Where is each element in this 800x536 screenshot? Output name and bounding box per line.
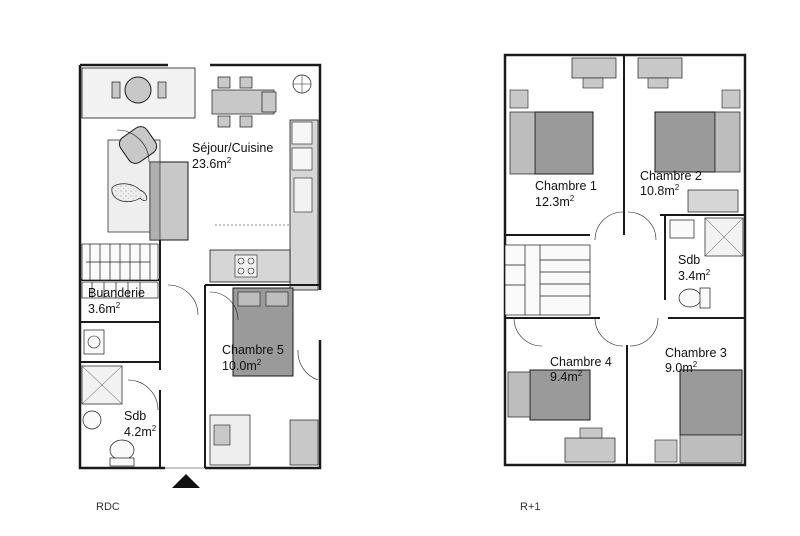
- room-name: Chambre 4: [550, 355, 612, 369]
- door-swing: [513, 317, 543, 347]
- door-swing: [209, 291, 239, 321]
- svg-text:12.3m2: 12.3m2: [535, 194, 575, 209]
- room-area: 10.8m: [640, 184, 675, 198]
- svg-text:10.8m2: 10.8m2: [640, 183, 680, 198]
- room-name: Chambre 5: [222, 343, 284, 357]
- room-area: 4.2m: [124, 425, 152, 439]
- ground-floor-plan: [78, 63, 322, 488]
- area-exponent: 2: [227, 156, 232, 165]
- room-area: 23.6m: [192, 157, 227, 171]
- room-name: Chambre 1: [535, 179, 597, 193]
- cooktop: [234, 254, 258, 278]
- area-exponent: 2: [152, 424, 157, 433]
- svg-text:3.6m2: 3.6m2: [88, 301, 121, 316]
- room-name: Séjour/Cuisine: [192, 141, 273, 155]
- svg-text:10.0m2: 10.0m2: [222, 358, 262, 373]
- area-exponent: 2: [116, 301, 121, 310]
- terrace-table: [124, 76, 152, 104]
- room-area: 3.4m: [678, 269, 706, 283]
- door-swing: [594, 211, 624, 241]
- desk: [637, 57, 683, 79]
- svg-text:3.4m2: 3.4m2: [678, 268, 711, 283]
- toilet: [678, 288, 702, 308]
- ground-outer-walls: [78, 63, 322, 470]
- svg-text:9.0m2: 9.0m2: [665, 360, 698, 375]
- ground-room-labels: Séjour/Cuisine 23.6m2 Buanderie 3.6m2 Ch…: [88, 141, 284, 513]
- svg-text:4.2m2: 4.2m2: [124, 424, 157, 439]
- room-name: Buanderie: [88, 286, 145, 300]
- svg-text:9.4m2: 9.4m2: [550, 369, 583, 384]
- room-area: 9.0m: [665, 361, 693, 375]
- room-area: 3.6m: [88, 302, 116, 316]
- room-area: 9.4m: [550, 370, 578, 384]
- bed-chambre-1: [534, 111, 594, 175]
- svg-text:23.6m2: 23.6m2: [192, 156, 232, 171]
- door-swing: [629, 317, 659, 347]
- door-swing: [627, 211, 657, 241]
- upper-room-labels: Chambre 1 12.3m2 Chambre 2 10.8m2 Sdb 3.…: [520, 169, 727, 513]
- dining-table: [211, 76, 277, 128]
- desk: [571, 57, 617, 79]
- toilet: [109, 439, 135, 461]
- upper-staircase: [504, 244, 591, 316]
- sofa-bed: [289, 419, 319, 466]
- fridge-2: [291, 147, 313, 171]
- desk: [654, 439, 678, 463]
- upper-interior-walls: [505, 55, 745, 465]
- area-exponent: 2: [706, 268, 711, 277]
- room-name: Sdb: [678, 253, 700, 267]
- area-exponent: 2: [578, 369, 583, 378]
- desk: [564, 437, 616, 463]
- pouf: [111, 183, 148, 202]
- area-exponent: 2: [693, 360, 698, 369]
- plan-label-rdc: RDC: [96, 501, 120, 513]
- area-exponent: 2: [570, 194, 575, 203]
- ground-staircase: [81, 243, 159, 299]
- plan-label-r1: R+1: [520, 501, 541, 513]
- upper-floor-plan: [503, 53, 747, 467]
- door-swing: [127, 379, 159, 411]
- door-swing: [167, 284, 199, 316]
- fridge-1: [291, 121, 313, 145]
- room-area: 12.3m: [535, 195, 570, 209]
- room-area: 10.0m: [222, 359, 257, 373]
- entrance-arrow: [172, 474, 200, 488]
- sink: [82, 410, 102, 430]
- wardrobe: [687, 189, 739, 213]
- door-swing: [116, 129, 150, 163]
- room-name: Chambre 2: [640, 169, 702, 183]
- washing-machine: [83, 329, 105, 355]
- door-swing: [594, 317, 624, 347]
- bed-chambre-3: [679, 369, 743, 436]
- bed-chambre-2: [654, 111, 716, 173]
- room-name: Chambre 3: [665, 346, 727, 360]
- area-exponent: 2: [257, 358, 262, 367]
- sink: [669, 219, 695, 239]
- area-exponent: 2: [675, 183, 680, 192]
- room-name: Sdb: [124, 409, 146, 423]
